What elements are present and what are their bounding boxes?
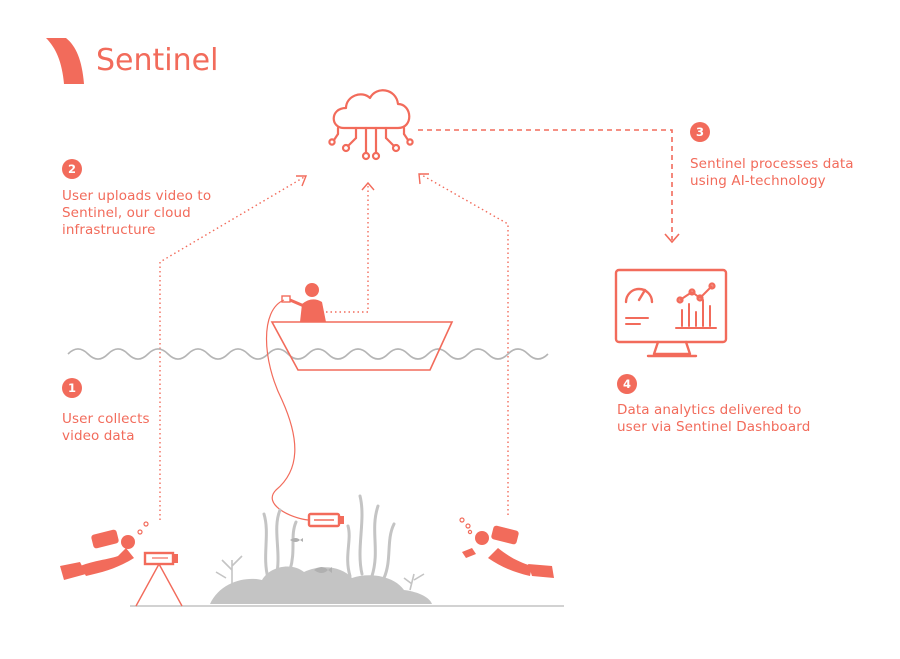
step-2-text: User uploads video to Sentinel, our clou… [62, 188, 211, 239]
step-3-line-1: Sentinel processes data [690, 156, 854, 172]
step-3-badge: 3 [690, 122, 710, 142]
step-1-line-2: video data [62, 428, 135, 444]
cloud-network-icon [328, 89, 414, 161]
boat-icon [266, 283, 454, 521]
water-surface [67, 348, 549, 360]
flow-line-upload-center [326, 181, 375, 313]
step-4-text: Data analytics delivered to user via Sen… [617, 402, 810, 436]
wave-logo-icon [46, 38, 84, 84]
rov-camera-icon [307, 512, 344, 528]
step-2-line-2: Sentinel, our cloud [62, 205, 191, 221]
flow-line-cloud-to-dashboard [418, 129, 680, 244]
step-1-badge: 1 [62, 378, 82, 398]
step-3-line-2: using AI-technology [690, 173, 826, 189]
brand-name: Sentinel [96, 43, 219, 78]
step-2-line-3: infrastructure [62, 222, 156, 238]
diver-icon [459, 517, 554, 578]
step-4-badge: 4 [617, 374, 637, 394]
step-2-line-1: User uploads video to [62, 188, 212, 204]
flow-line-upload-right [418, 173, 509, 515]
coral-reef-icon [130, 494, 564, 607]
step-4-line-1: Data analytics delivered to [617, 402, 802, 418]
step-1-text: User collects video data [62, 411, 150, 445]
step-2-badge: 2 [62, 159, 82, 179]
step-1-line-1: User collects [62, 411, 150, 427]
flow-line-upload-left [159, 175, 308, 520]
step-3-text: Sentinel processes data using AI-technol… [690, 156, 854, 190]
camera-icon [135, 551, 183, 607]
diver-icon [60, 521, 149, 580]
step-4-line-2: user via Sentinel Dashboard [617, 419, 811, 435]
dashboard-monitor-icon [614, 268, 728, 358]
